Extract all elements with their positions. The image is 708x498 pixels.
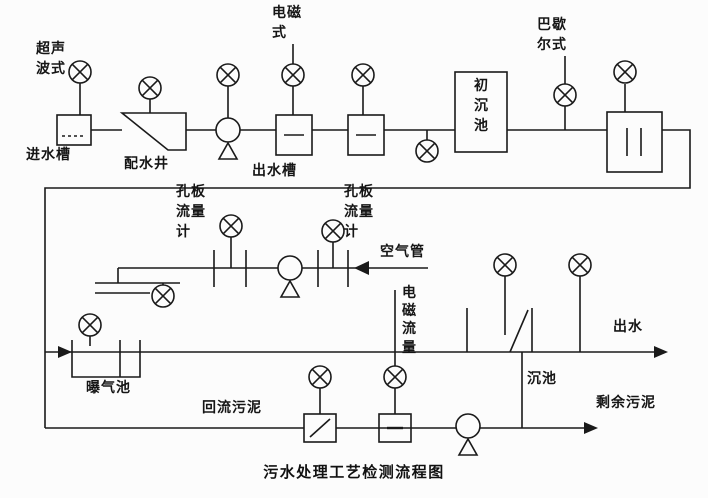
label-ultrasonic-type: 超声 波式 (36, 41, 66, 77)
aeration-tank-shape (71, 340, 141, 378)
effluent-arrow-icon (654, 346, 668, 358)
pump-line-instrument-icon (216, 63, 240, 87)
aeration-inlet-arrow-icon (58, 346, 72, 358)
outlet-tank-box (606, 111, 663, 173)
electromagnetic-flowmeter-instrument-icon (281, 63, 305, 87)
outlet-tank-marks (626, 128, 642, 156)
excess-sludge-arrow-icon (584, 422, 598, 434)
label-aeration-tank: 曝气池 (86, 380, 131, 396)
inline-instrument-icon (415, 139, 439, 163)
return-line-instrument-icon (308, 365, 332, 389)
air-flow-arrow-icon (354, 261, 369, 275)
valve-box-mark (309, 418, 331, 438)
orifice-flowmeter-2-instrument-icon (321, 219, 345, 243)
air-line-pipe (95, 237, 428, 294)
label-outlet-channel: 出水槽 (252, 163, 297, 179)
label-distribution-well: 配水井 (124, 156, 169, 172)
label-electromagnetic-type: 电磁 式 (272, 5, 302, 41)
label-em-flow: 电 磁 流 量 (402, 285, 417, 356)
label-effluent: 出水 (613, 319, 643, 335)
orifice-flowmeter-1-instrument-icon (219, 214, 243, 238)
flowmeter-2-instrument-icon (351, 63, 375, 87)
distribution-well-instrument-icon (138, 76, 162, 100)
label-parshall-type: 巴歇 尔式 (537, 17, 567, 53)
label-air-pipe: 空气管 (380, 244, 425, 260)
ultrasonic-level-instrument-icon (68, 60, 92, 84)
inlet-channel-box (56, 114, 92, 146)
parshall-flume-instrument-icon (553, 83, 577, 107)
diagram-caption: 污水处理工艺检测流程图 (263, 463, 445, 481)
clarifier-instrument-2-icon (568, 253, 592, 277)
air-blower-pump-icon (277, 255, 303, 298)
clarifier-instrument-1-icon (493, 253, 517, 277)
label-orifice-meter-2: 孔板 流量 计 (344, 184, 374, 240)
label-primary-tank: 初 沉 池 (474, 78, 489, 134)
instrument-connector-lines (79, 44, 626, 140)
inlet-pump-icon (215, 117, 241, 160)
meter-box (378, 413, 412, 443)
distribution-well-shape (119, 112, 187, 151)
aeration-tank-instrument-icon (78, 313, 102, 337)
label-excess-sludge: 剩余污泥 (596, 395, 656, 411)
primary-sedimentation-tank (454, 71, 508, 153)
secondary-clarifier-shape (466, 308, 533, 353)
flowmeter-box-2 (347, 114, 385, 156)
label-return-sludge: 回流污泥 (202, 400, 262, 416)
air-header-instrument-icon (151, 284, 175, 308)
outlet-tank-instrument-icon (613, 60, 637, 84)
flowmeter-box-1 (275, 114, 313, 156)
label-settling-tank: 沉池 (527, 371, 557, 387)
sludge-pump-icon (455, 413, 481, 456)
electromagnetic-flow-instrument-icon (383, 365, 407, 389)
label-orifice-meter-1: 孔板 流量 计 (176, 184, 206, 240)
label-inlet-channel: 进水槽 (26, 147, 71, 163)
